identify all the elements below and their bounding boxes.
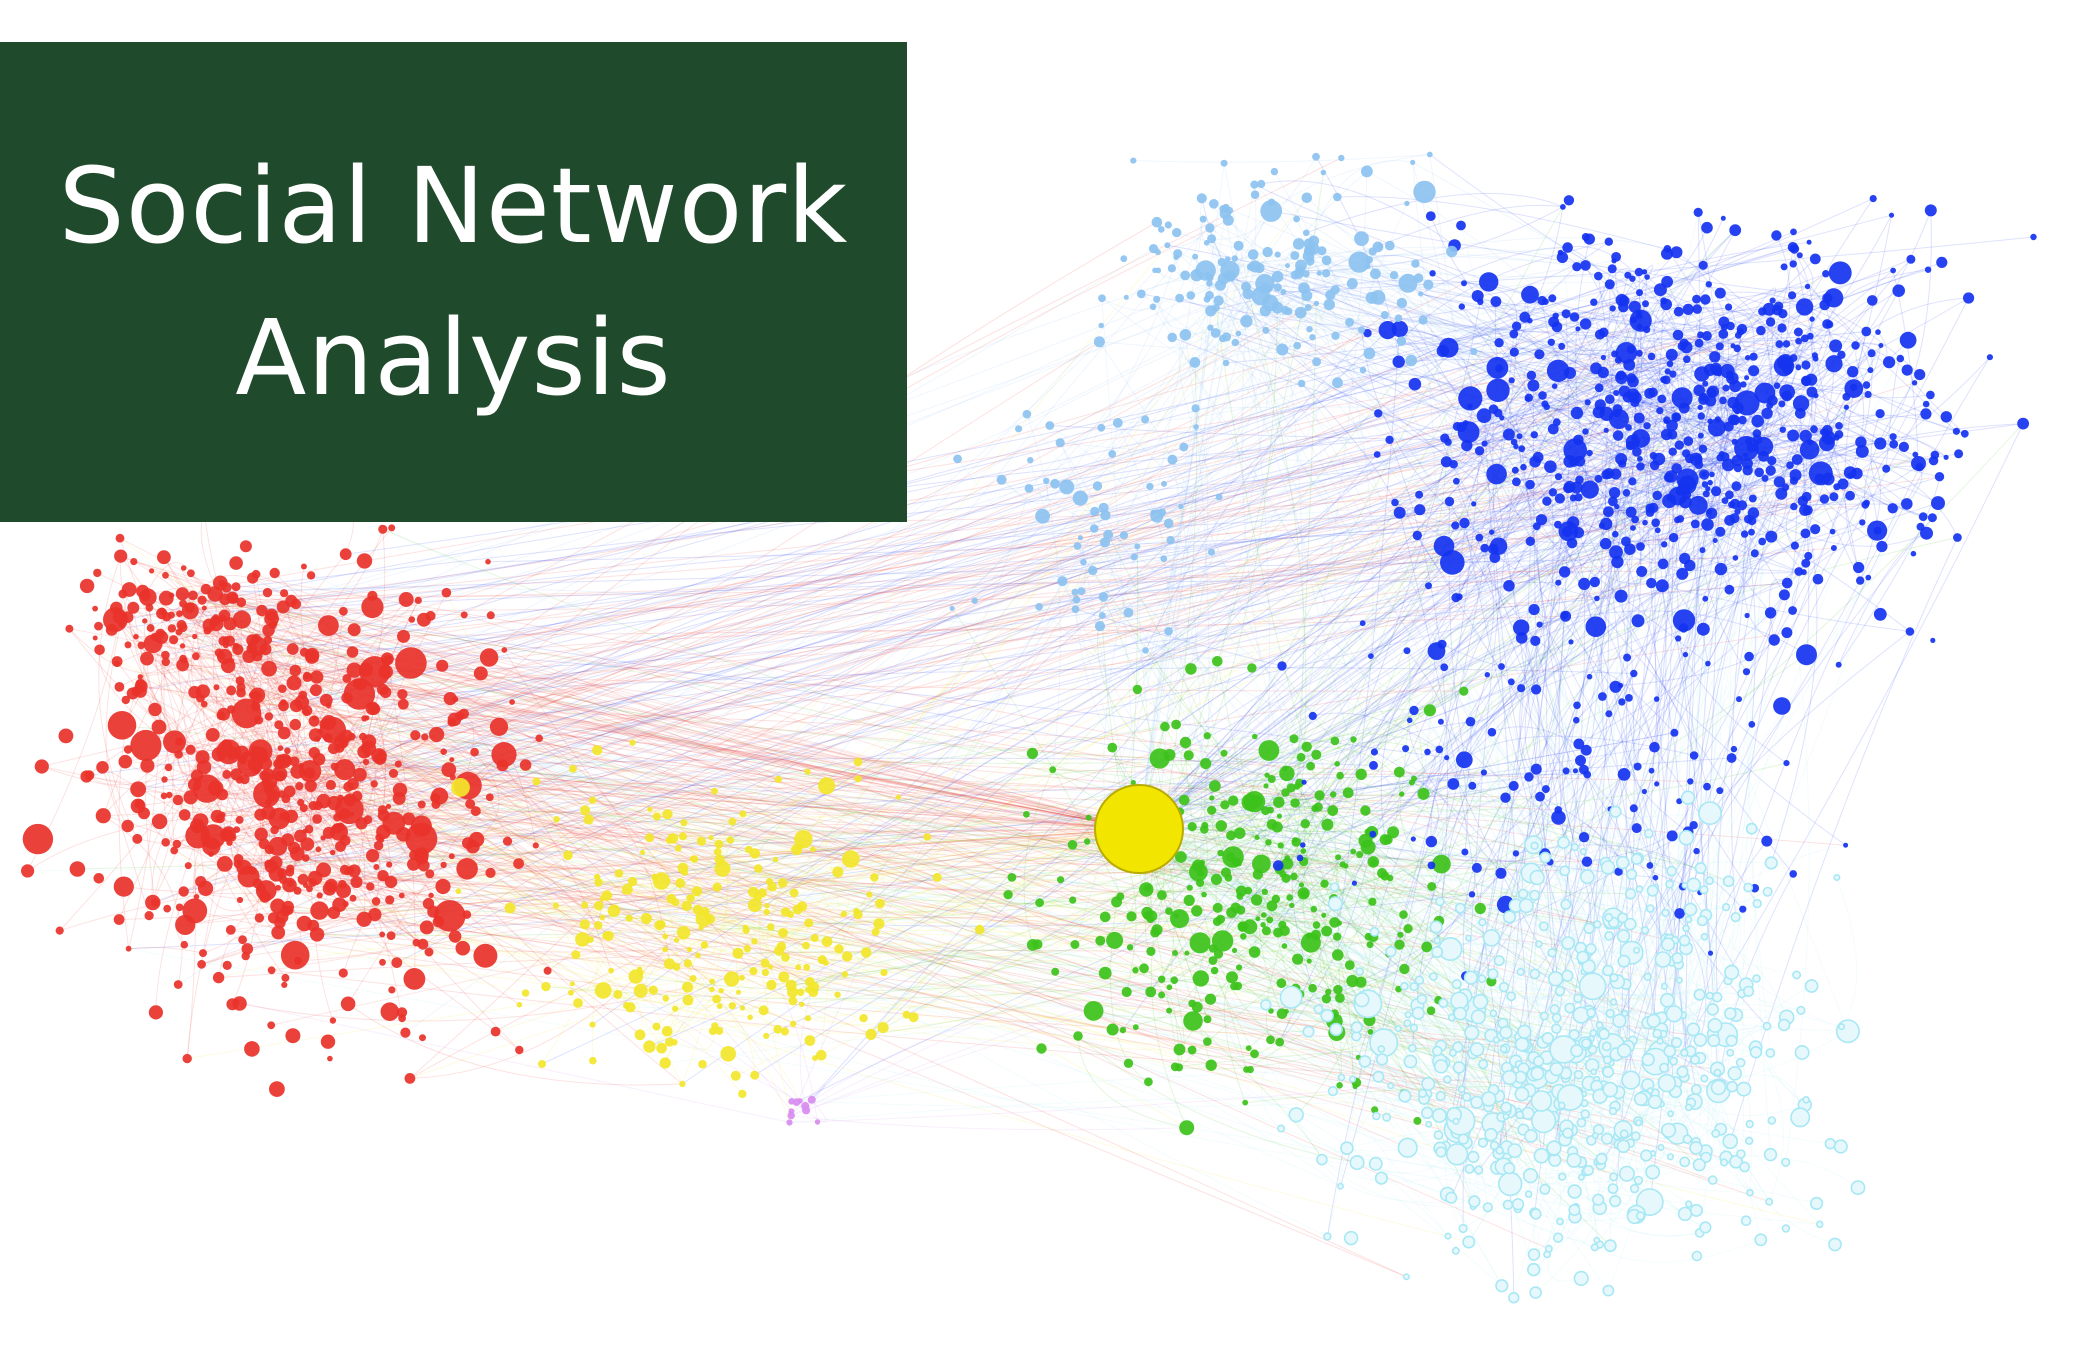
title-line-2: Analysis	[235, 297, 672, 419]
title-banner: Social Network Analysis	[0, 42, 907, 522]
title-line-1: Social Network	[58, 145, 849, 267]
central-hub-node	[1094, 784, 1184, 874]
nodes-layer	[21, 151, 2037, 1304]
